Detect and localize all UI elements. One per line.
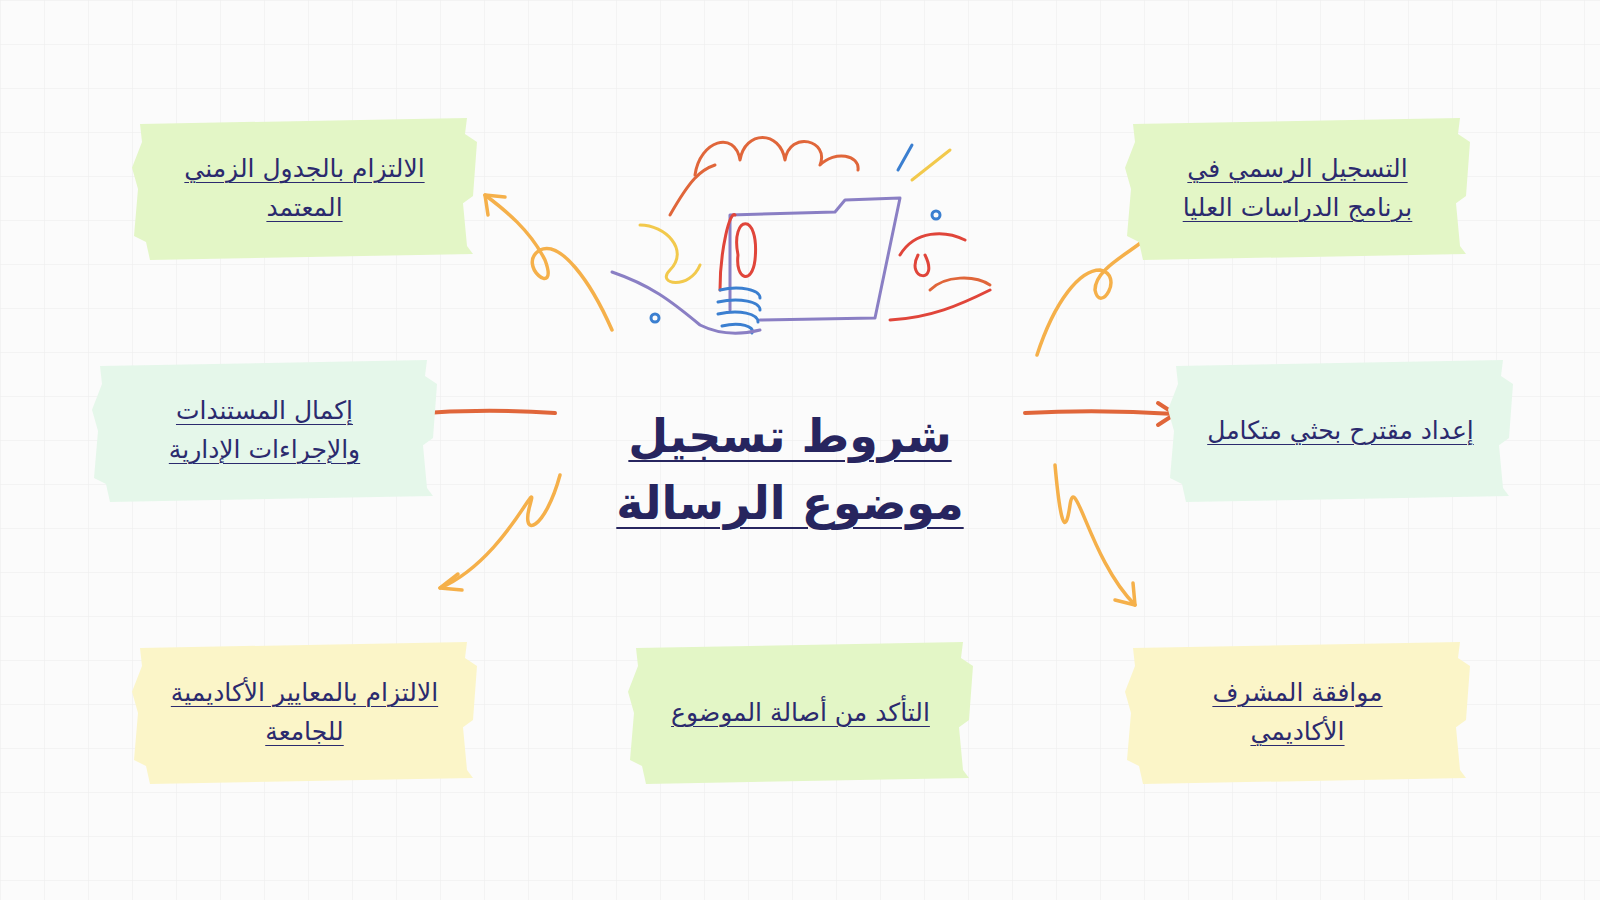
tape-fill <box>1125 642 1470 784</box>
tape-fill <box>92 360 437 502</box>
tape-box: موافقة المشرف الأكاديمي <box>1125 642 1470 784</box>
tape-shape <box>132 642 477 784</box>
tape-shape <box>1125 118 1470 260</box>
tape-box: التأكد من أصالة الموضوع <box>628 642 973 784</box>
tape-shape <box>92 360 437 502</box>
box-label: الالتزام بالمعايير الأكاديمية للجامعة <box>170 674 440 752</box>
tape-box: الالتزام بالمعايير الأكاديمية للجامعة <box>132 642 477 784</box>
tape-box: إعداد مقترح بحثي متكامل <box>1168 360 1513 502</box>
tape-box: إكمال المستندات والإجراءات الإدارية <box>92 360 437 502</box>
box-label: موافقة المشرف الأكاديمي <box>1168 674 1428 752</box>
tape-box: التسجيل الرسمي في برنامج الدراسات العليا <box>1125 118 1470 260</box>
box-label: إعداد مقترح بحثي متكامل <box>1206 412 1476 451</box>
tape-fill <box>628 642 973 784</box>
box-label: التسجيل الرسمي في برنامج الدراسات العليا <box>1153 150 1443 228</box>
tape-shape <box>132 118 477 260</box>
tape-shape <box>1125 642 1470 784</box>
box-label: إكمال المستندات والإجراءات الإدارية <box>130 392 400 470</box>
box-label: التأكد من أصالة الموضوع <box>671 694 931 733</box>
tape-box: الالتزام بالجدول الزمني المعتمد <box>132 118 477 260</box>
tape-fill <box>1125 118 1470 260</box>
tape-fill <box>132 642 477 784</box>
center-title: شروط تسجيل موضوع الرسالة <box>610 403 970 536</box>
tape-fill <box>132 118 477 260</box>
tape-fill <box>1168 360 1513 502</box>
box-label: الالتزام بالجدول الزمني المعتمد <box>170 150 440 228</box>
